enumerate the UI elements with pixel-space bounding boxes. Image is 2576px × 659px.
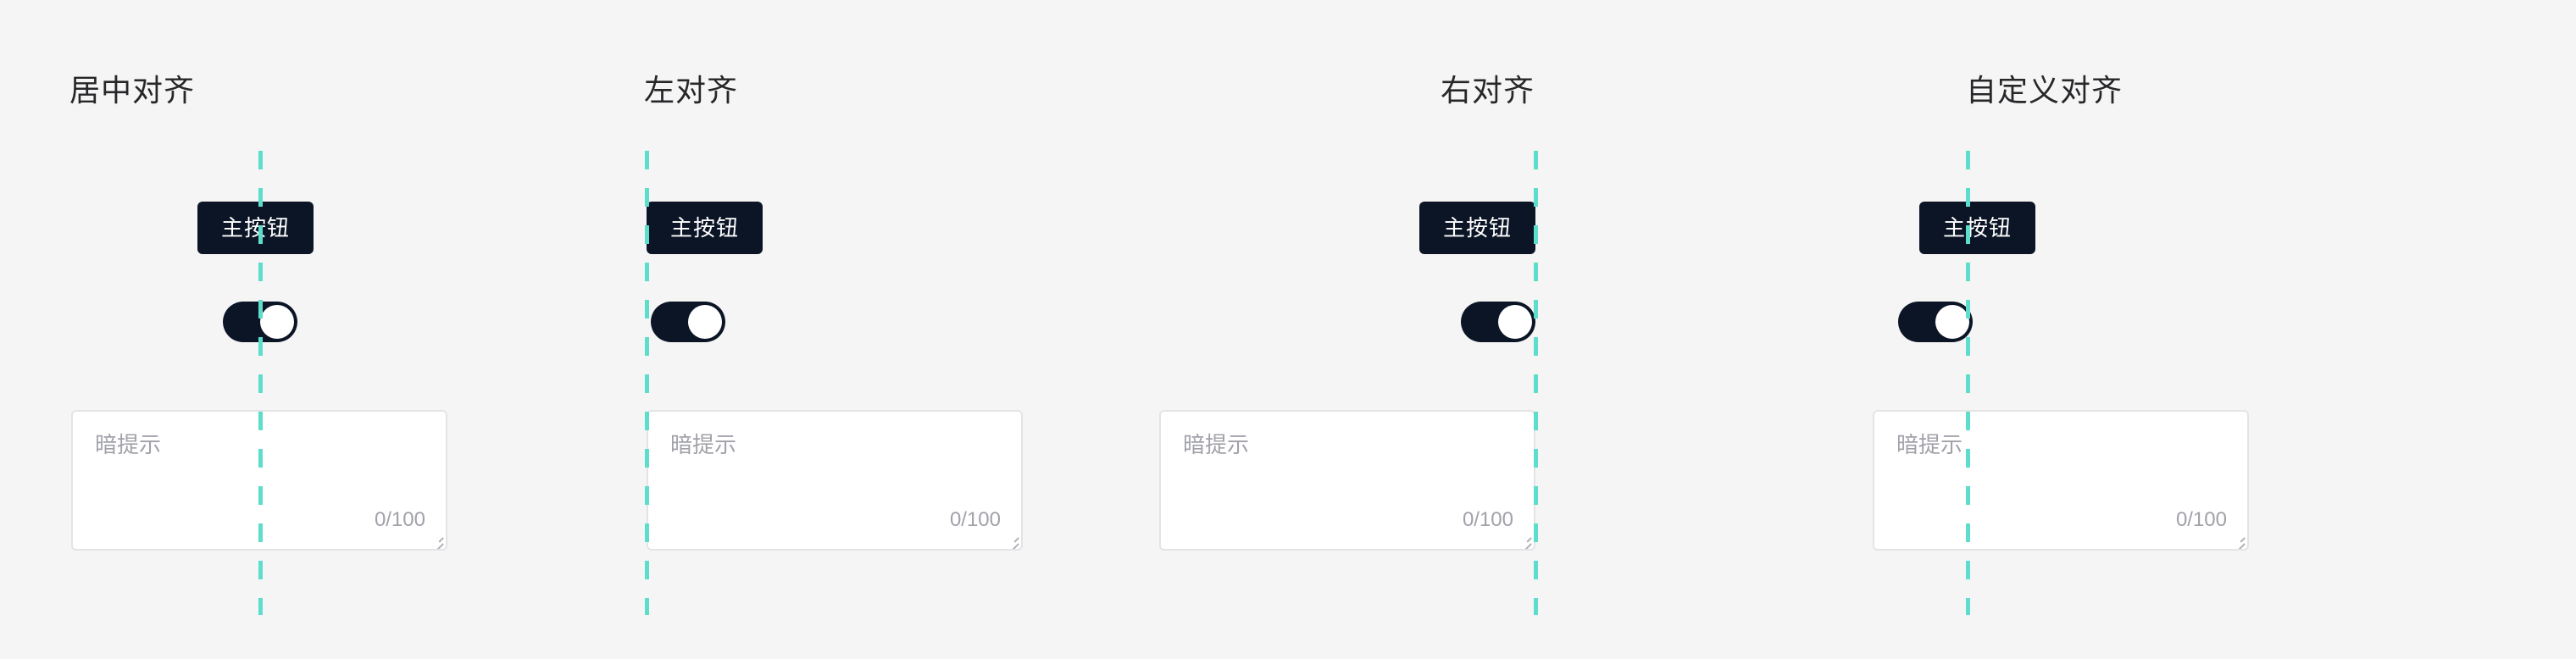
button-row-custom: 主按钮 xyxy=(1919,202,2036,254)
alignment-column-custom: 自定义对齐 主按钮 暗提示 0/100 xyxy=(1873,0,2576,659)
textarea-input-right[interactable] xyxy=(1161,412,1534,549)
textarea-row-right: 暗提示 0/100 xyxy=(1159,410,1535,551)
button-row-right: 主按钮 xyxy=(1418,202,1535,254)
switch-row-center xyxy=(223,302,297,342)
primary-button-left[interactable]: 主按钮 xyxy=(647,202,763,254)
switch-row-right xyxy=(1461,302,1535,342)
switch-row-custom xyxy=(1898,302,1973,342)
button-row-left: 主按钮 xyxy=(647,202,763,254)
textarea-row-custom: 暗提示 0/100 xyxy=(1873,410,2249,551)
column-title-left: 左对齐 xyxy=(644,73,739,108)
alignment-column-center: 居中对齐 主按钮 暗提示 0/100 xyxy=(0,0,644,659)
alignment-column-left: 左对齐 主按钮 暗提示 0/100 xyxy=(644,0,1441,659)
textarea-row-left: 暗提示 0/100 xyxy=(647,410,1023,551)
toggle-knob-icon xyxy=(1935,305,1969,339)
toggle-knob-icon xyxy=(688,305,722,339)
column-title-right: 右对齐 xyxy=(1441,73,1535,108)
toggle-knob-icon xyxy=(260,305,294,339)
textarea-row-center: 暗提示 0/100 xyxy=(71,410,447,551)
column-title-center: 居中对齐 xyxy=(69,73,196,108)
alignment-column-right: 右对齐 主按钮 暗提示 0/100 xyxy=(1159,0,1966,659)
primary-button-right[interactable]: 主按钮 xyxy=(1418,202,1535,254)
toggle-switch-center[interactable] xyxy=(223,302,297,342)
textarea-wrapper-left[interactable]: 暗提示 0/100 xyxy=(647,410,1023,551)
toggle-switch-left[interactable] xyxy=(651,302,725,342)
toggle-knob-icon xyxy=(1498,305,1532,339)
column-title-custom: 自定义对齐 xyxy=(1966,73,2124,108)
textarea-input-left[interactable] xyxy=(648,412,1021,549)
button-row-center: 主按钮 xyxy=(197,202,314,254)
toggle-switch-custom[interactable] xyxy=(1898,302,1973,342)
switch-row-left xyxy=(651,302,725,342)
textarea-wrapper-center[interactable]: 暗提示 0/100 xyxy=(71,410,447,551)
textarea-input-custom[interactable] xyxy=(1874,412,2247,549)
textarea-wrapper-custom[interactable]: 暗提示 0/100 xyxy=(1873,410,2249,551)
primary-button-custom[interactable]: 主按钮 xyxy=(1919,202,2036,254)
textarea-wrapper-right[interactable]: 暗提示 0/100 xyxy=(1159,410,1535,551)
toggle-switch-right[interactable] xyxy=(1461,302,1535,342)
textarea-input-center[interactable] xyxy=(73,412,446,549)
primary-button-center[interactable]: 主按钮 xyxy=(197,202,314,254)
